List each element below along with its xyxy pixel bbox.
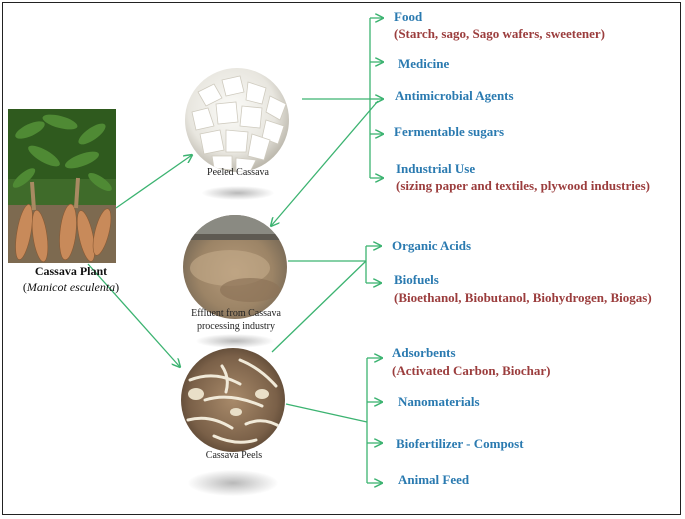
peeled-caption: Peeled Cassava — [207, 167, 269, 178]
label-antimicrobial: Antimicrobial Agents — [395, 88, 514, 103]
plant-title: Cassava Plant — [34, 264, 108, 278]
effluent-photo — [183, 215, 287, 319]
cassava-plant-photo — [8, 109, 116, 263]
line-peels-to-bracket2 — [271, 260, 367, 353]
plant-scientific-name: Manicot esculenta — [26, 280, 116, 294]
arrow-bracket-to-effluent — [271, 100, 379, 226]
label-adsorbents: Adsorbents — [392, 345, 456, 360]
label-medicine: Medicine — [398, 56, 450, 71]
label-nanomaterials: Nanomaterials — [398, 394, 480, 409]
peeled-cassava-photo — [185, 68, 289, 172]
label-food: Food — [394, 9, 423, 24]
cassava-peels-photo — [181, 348, 285, 452]
label-animal-feed: Animal Feed — [398, 472, 470, 487]
arrow-plant-to-peels — [87, 263, 180, 367]
label-fermentable: Fermentable sugars — [394, 124, 505, 139]
diagram-frame — [2, 2, 681, 515]
label-biofuels-detail: (Bioethanol, Biobutanol, Biohydrogen, Bi… — [394, 290, 652, 305]
plant-subtitle: (Manicot esculenta) — [22, 280, 120, 294]
effluent-shadow — [196, 334, 274, 348]
peels-caption: Cassava Peels — [205, 450, 263, 461]
line-peels-to-bracket3 — [285, 403, 368, 423]
effluent-caption-line1: Effluent from Cassava — [191, 308, 281, 319]
label-food-detail: (Starch, sago, Sago wafers, sweetener) — [394, 26, 605, 41]
label-industrial: Industrial Use — [396, 161, 476, 176]
effluent-caption-line2: processing industry — [196, 321, 276, 332]
label-biofuels: Biofuels — [394, 272, 439, 287]
label-organic-acids: Organic Acids — [392, 238, 472, 253]
label-biofertilizer: Biofertilizer - Compost — [396, 436, 524, 451]
arrow-plant-to-peeled — [115, 155, 192, 209]
peels-shadow — [188, 470, 278, 496]
label-industrial-detail: (sizing paper and textiles, plywood indu… — [396, 178, 651, 193]
peeled-shadow — [202, 186, 274, 200]
label-adsorbents-detail: (Activated Carbon, Biochar) — [392, 363, 551, 378]
